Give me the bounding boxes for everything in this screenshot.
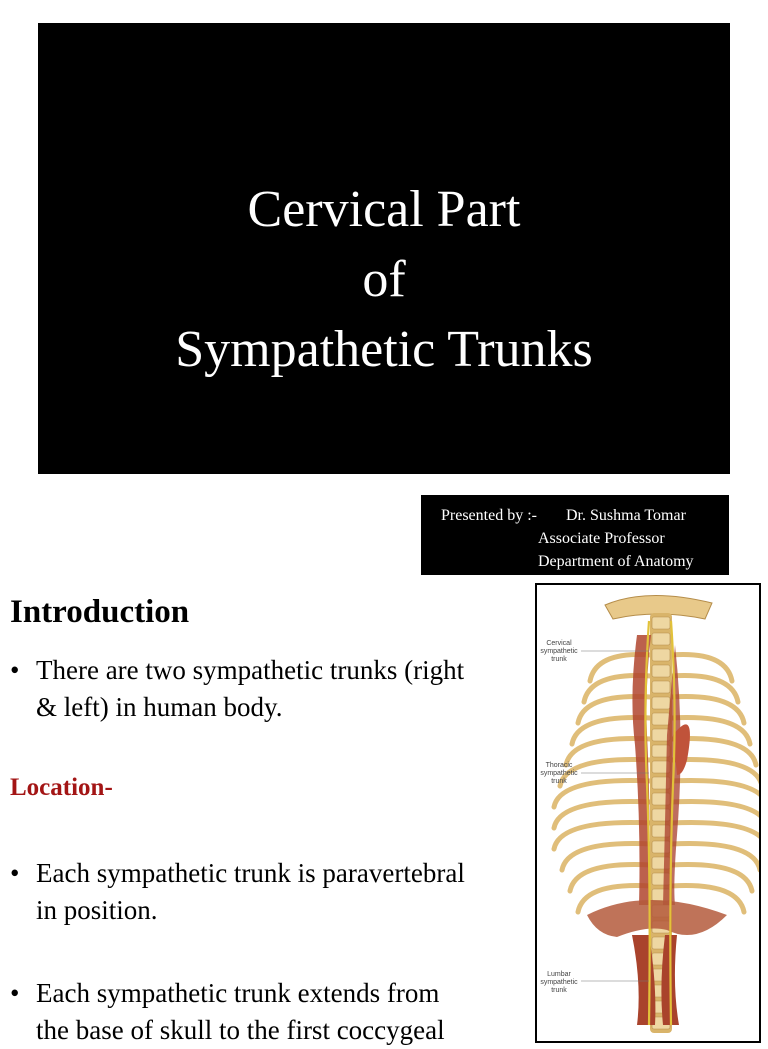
introduction-heading: Introduction bbox=[10, 594, 190, 630]
label-line: trunk bbox=[551, 656, 567, 663]
bullet-item-1: • There are two sympathetic trunks (righ… bbox=[10, 652, 510, 726]
vertebra bbox=[651, 696, 671, 710]
vertebra bbox=[651, 632, 671, 646]
rib-right bbox=[668, 862, 755, 894]
title-line-3: Sympathetic Trunks bbox=[175, 321, 593, 378]
rib-right bbox=[668, 694, 747, 726]
bullet-icon: • bbox=[10, 858, 20, 888]
rib-left bbox=[575, 883, 654, 915]
bullet-icon: • bbox=[10, 655, 20, 685]
rib-left bbox=[551, 820, 654, 852]
label-line: trunk bbox=[551, 987, 567, 994]
rib-left bbox=[559, 841, 654, 873]
vertebra bbox=[651, 680, 671, 694]
label-line: Thoracic bbox=[545, 762, 573, 769]
bullet-item-2: • Each sympathetic trunk is paravertebra… bbox=[10, 855, 510, 929]
rib-right bbox=[668, 820, 759, 840]
label-line: sympathetic bbox=[540, 979, 578, 986]
bullet-text-line: & left) in human body. bbox=[36, 692, 283, 722]
vertebra bbox=[651, 648, 671, 662]
rib-right bbox=[668, 883, 747, 915]
presenter-role: Associate Professor bbox=[538, 530, 665, 547]
rib-right bbox=[668, 799, 759, 819]
rib-left bbox=[567, 862, 654, 894]
bullet-text-line: Each sympathetic trunk extends from bbox=[36, 978, 440, 1008]
rib-right bbox=[668, 673, 741, 705]
label-line: sympathetic bbox=[540, 770, 578, 777]
bullet-text-line: Each sympathetic trunk is paravertebral bbox=[36, 858, 465, 888]
rib-right bbox=[668, 715, 753, 747]
vertebra bbox=[651, 616, 671, 630]
label-line: Cervical bbox=[546, 640, 572, 647]
presenter-name: Dr. Sushma Tomar bbox=[566, 507, 686, 524]
bullet-item-3: • Each sympathetic trunk extends from th… bbox=[10, 975, 510, 1049]
label-line: trunk bbox=[551, 778, 567, 785]
sympathetic-trunk-figure: Cervical sympathetic trunk Thoracic symp… bbox=[535, 583, 761, 1043]
presenter-label: Presented by :- bbox=[441, 507, 537, 524]
presenter-department: Department of Anatomy bbox=[538, 553, 694, 570]
label-line: sympathetic bbox=[540, 648, 578, 655]
rib-left bbox=[551, 778, 654, 810]
bullet-icon: • bbox=[10, 978, 20, 1008]
slide-title: Cervical Part of Sympathetic Trunks bbox=[38, 175, 730, 385]
title-slide: Cervical Part of Sympathetic Trunks bbox=[38, 23, 730, 474]
rib-right bbox=[668, 778, 759, 798]
vertebra bbox=[651, 712, 671, 726]
vertebra bbox=[651, 664, 671, 678]
bullet-text-line: There are two sympathetic trunks (right bbox=[36, 655, 465, 685]
cervical-trunk-label: Cervical sympathetic trunk bbox=[537, 640, 581, 664]
title-line-2: of bbox=[362, 251, 406, 308]
thoracic-trunk-label: Thoracic sympathetic trunk bbox=[537, 762, 581, 786]
rib-right bbox=[668, 841, 759, 873]
rib-right bbox=[668, 757, 759, 785]
spine-illustration bbox=[551, 594, 759, 1033]
rib-right bbox=[668, 652, 735, 684]
bullet-text-line: the base of skull to the first coccygeal bbox=[36, 1015, 445, 1045]
bullet-text-line: in position. bbox=[36, 895, 158, 925]
presenter-box: Presented by :- Dr. Sushma Tomar Associa… bbox=[421, 495, 729, 575]
location-heading: Location- bbox=[10, 774, 113, 801]
rib-left bbox=[551, 799, 654, 831]
rib-left bbox=[557, 757, 654, 789]
label-line: Lumbar bbox=[547, 971, 571, 978]
lumbar-trunk-label: Lumbar sympathetic trunk bbox=[537, 971, 581, 995]
title-line-1: Cervical Part bbox=[247, 181, 521, 238]
